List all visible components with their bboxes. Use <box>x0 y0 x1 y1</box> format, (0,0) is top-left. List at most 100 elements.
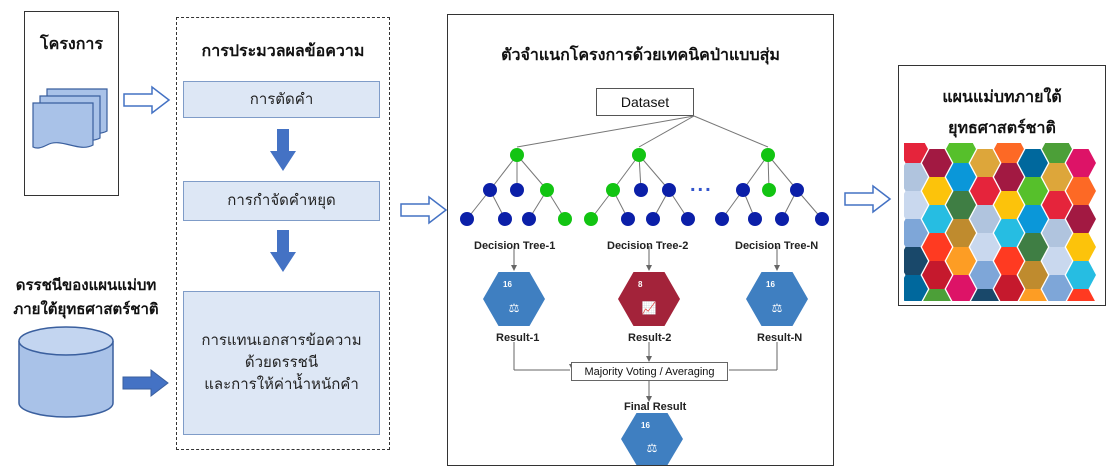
mosaic-hex <box>1018 205 1048 233</box>
mosaic-hex <box>1018 261 1048 289</box>
mosaic-hex <box>946 275 976 301</box>
tree-3-edge-0 <box>742 154 769 191</box>
preprocess-title: การประมวลผลข้อความ <box>201 43 365 60</box>
mosaic-hex <box>994 247 1024 275</box>
mosaic-hex <box>1042 143 1072 163</box>
mosaic-hex <box>1042 275 1072 301</box>
mosaic-hex <box>1018 149 1048 177</box>
mosaic-hex <box>1018 289 1048 301</box>
step-representation: การแทนเอกสารข้อความ ด้วยดรรชนี และการให้… <box>183 291 380 435</box>
tree-3-node-0 <box>761 148 775 162</box>
tree-1-node-4 <box>460 212 474 226</box>
voting-label: Majority Voting / Averaging <box>584 365 715 378</box>
mosaic-hex <box>946 247 976 275</box>
arrow-index-to-preprocess <box>122 368 169 398</box>
mosaic-hex <box>970 261 1000 289</box>
tree-3-node-7 <box>815 212 829 226</box>
mosaic-hex <box>994 163 1024 191</box>
tree-1-node-5 <box>498 212 512 226</box>
scales-icon: ⚖ <box>771 301 783 315</box>
mosaic-hex <box>922 149 952 177</box>
mosaic-hex <box>1042 247 1072 275</box>
tree-3-node-3 <box>790 183 804 197</box>
mosaic-hex <box>994 219 1024 247</box>
tree-1-node-0 <box>510 148 524 162</box>
final-result-label: Final Result <box>624 401 687 413</box>
scales-icon: ⚖ <box>646 441 658 455</box>
mosaic-hex <box>1018 233 1048 261</box>
mosaic-hex <box>946 163 976 191</box>
voting-box: Majority Voting / Averaging <box>571 362 728 381</box>
result-hex-1-number: 16 <box>503 280 512 289</box>
mosaic-hex <box>994 191 1024 219</box>
mosaic-hex <box>922 233 952 261</box>
tree-3-node-6 <box>775 212 789 226</box>
tree-3-node-1 <box>736 183 750 197</box>
tree-2-node-5 <box>621 212 635 226</box>
index-source-line2: ภายใต้ยุทธศาสตร์ชาติ <box>13 301 159 318</box>
mosaic-hex <box>904 143 928 163</box>
arrow-classifier-to-output <box>844 184 892 214</box>
tree-1-node-3 <box>540 183 554 197</box>
output-title-line1: แผนแม่บทภายใต้ <box>942 89 1062 106</box>
step-representation-line2: ด้วยดรรชนี <box>244 354 319 372</box>
dataset-box: Dataset <box>596 88 694 116</box>
result-label-2: Result-2 <box>628 332 672 344</box>
result-hex-2-number: 8 <box>638 280 643 289</box>
mosaic-hex <box>946 143 976 163</box>
tree-1-node-7 <box>558 212 572 226</box>
dataset-link-n <box>693 115 769 148</box>
mosaic-hex <box>1066 233 1096 261</box>
mosaic-hex <box>1042 163 1072 191</box>
step-tokenize: การตัดคำ <box>183 81 380 118</box>
tree-3-edge-2 <box>767 154 798 191</box>
classifier-title: ตัวจำแนกโครงการด้วยเทคนิคป่าแบบสุ่ม <box>501 47 780 64</box>
arrow-projects-to-preprocess <box>123 85 171 115</box>
tree-2-edge-2 <box>638 154 670 191</box>
result-label-n: Result-N <box>757 332 803 344</box>
tree-1-node-2 <box>510 183 524 197</box>
tree-1-node-1 <box>483 183 497 197</box>
projects-label: โครงการ <box>40 36 103 53</box>
mosaic-hex <box>970 289 1000 301</box>
mosaic-hex <box>1066 261 1096 289</box>
tree-2-edge-0 <box>612 154 640 191</box>
step-representation-line3: และการให้ค่าน้ำหนักคำ <box>204 375 359 393</box>
dataset-link-2 <box>638 115 695 148</box>
tree-2-node-7 <box>681 212 695 226</box>
tree-2-node-3 <box>662 183 676 197</box>
mosaic-hex <box>994 143 1024 163</box>
tree-2-node-2 <box>634 183 648 197</box>
tree-1-arrowhead <box>511 265 517 271</box>
tree-2-node-4 <box>584 212 598 226</box>
chart-icon: 📈 <box>641 301 657 315</box>
result-hex-n-number: 16 <box>766 280 775 289</box>
mosaic-hex <box>922 289 952 301</box>
tree-label-1: Decision Tree-1 <box>474 240 556 252</box>
tree-label-2: Decision Tree-2 <box>607 240 689 252</box>
tree-3-arrowhead <box>774 265 780 271</box>
arrow-preprocess-to-classifier <box>400 195 448 225</box>
tree-1-edge-2 <box>516 154 548 191</box>
tree-ellipsis: ... <box>690 174 713 196</box>
mosaic-hex <box>946 191 976 219</box>
master-plan-mosaic <box>904 143 1102 301</box>
dataset-label: Dataset <box>620 94 670 110</box>
random-forest-diagram <box>460 115 829 402</box>
arrow-down-2 <box>270 230 296 272</box>
step-representation-line1: การแทนเอกสารข้อความ <box>201 332 362 350</box>
mosaic-hex <box>970 149 1000 177</box>
mosaic-hex <box>922 205 952 233</box>
tree-3-node-5 <box>748 212 762 226</box>
mosaic-hex <box>970 205 1000 233</box>
mosaic-hex <box>1018 177 1048 205</box>
mosaic-hex <box>994 275 1024 301</box>
mosaic-hex <box>1066 177 1096 205</box>
vote-arrow-2 <box>646 356 652 362</box>
tree-1-edge-0 <box>489 154 518 191</box>
tree-2-node-1 <box>606 183 620 197</box>
tree-1-node-6 <box>522 212 536 226</box>
arrow-down-1 <box>270 129 296 171</box>
mosaic-hex <box>1066 289 1096 301</box>
mosaic-hex <box>1042 219 1072 247</box>
